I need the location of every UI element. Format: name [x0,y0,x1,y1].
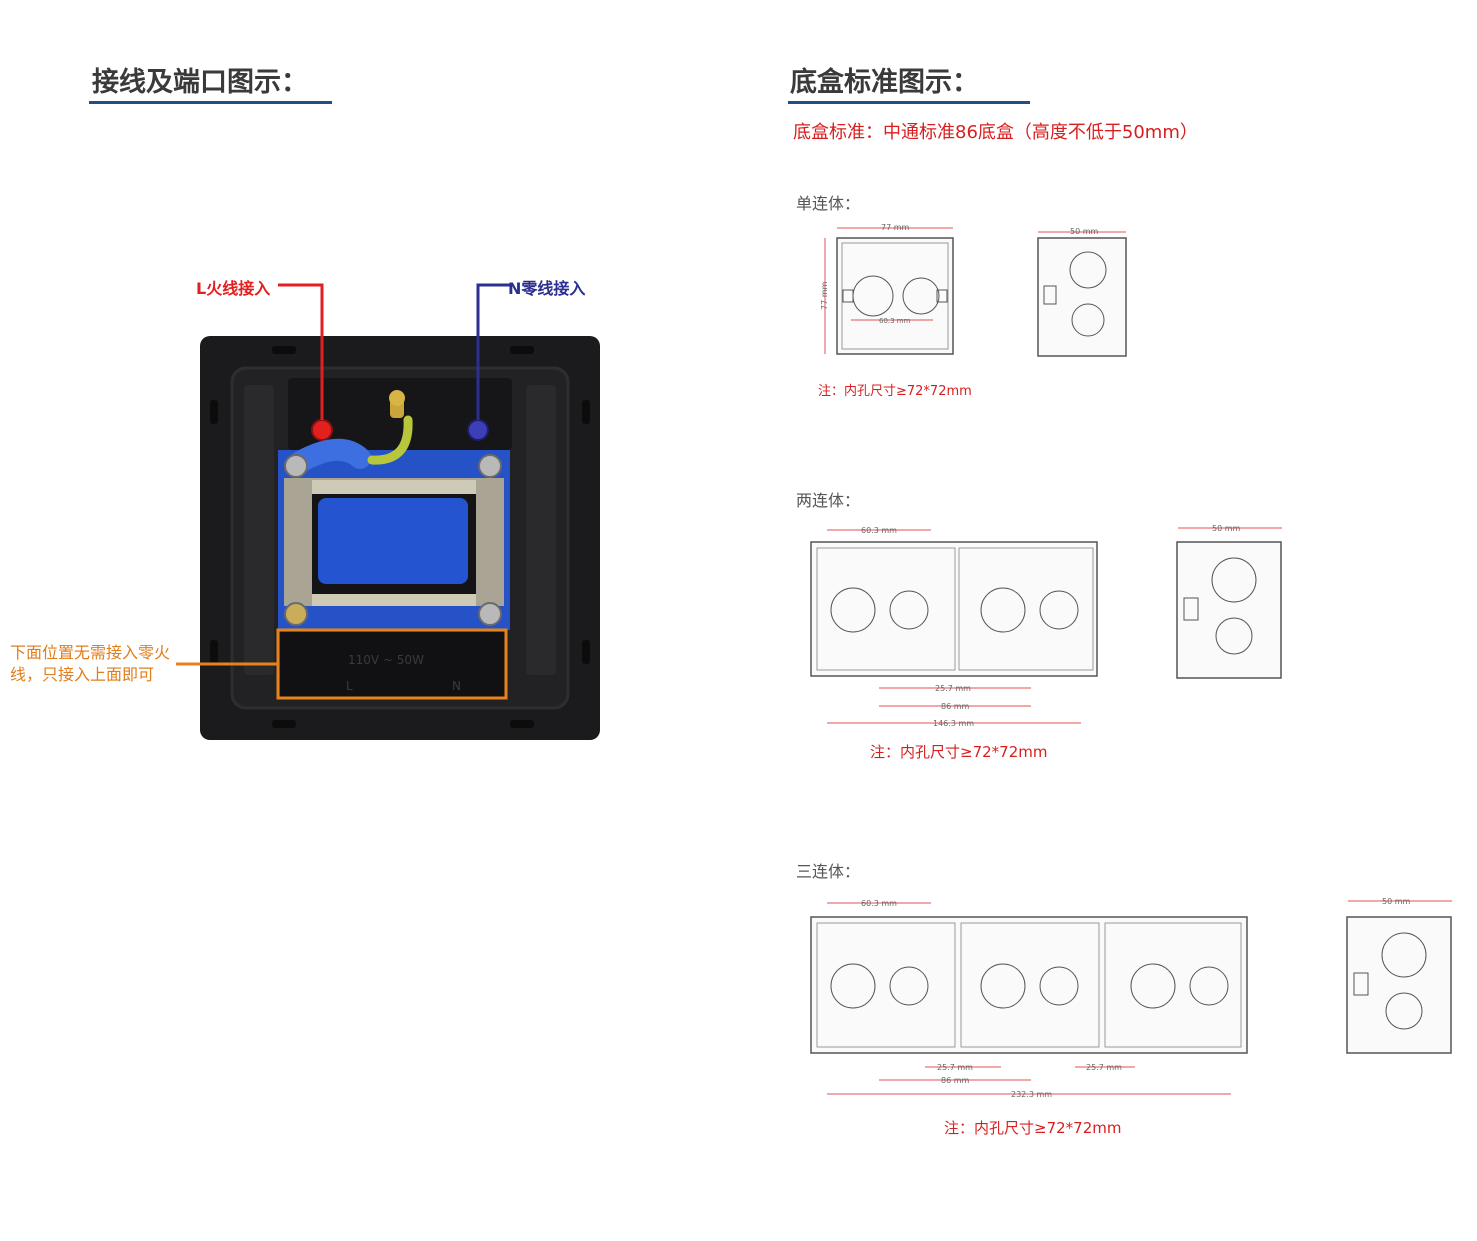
single-width-dim: 77 mm [881,223,910,232]
neutral-leader-line [476,283,510,420]
live-wire-callout: L火线接入 [196,279,271,298]
module-voltage-label: 110V ~ 50W [348,653,424,667]
single-gang-side-diagram: 50 mm [1037,227,1127,357]
earth-wire [367,415,413,465]
triple-gap2-dim: 25.7 mm [1086,1063,1122,1072]
single-hole-dim: 60.3 mm [879,317,911,325]
double-gang-side-diagram: 50 mm [1176,524,1282,679]
module-n-label: N [452,679,461,693]
triple-hole-dim: 60.3 mm [861,899,897,908]
neutral-wire-callout: N零线接入 [508,279,586,298]
single-gang-note: 注：内孔尺寸≥72*72mm [818,384,972,399]
triple-gang-side-diagram: 50 mm [1346,897,1452,1054]
wiring-title-underline [89,101,332,104]
double-hole-dim: 60.3 mm [861,526,897,535]
triple-gang-front-diagram: 60.3 mm 25.7 mm 25.7 mm 86 mm 232.3 mm [810,899,1248,1099]
double-gang-note: 注：内孔尺寸≥72*72mm [870,743,1048,761]
blue-wire [289,438,371,473]
live-terminal [311,419,333,441]
module-l-label: L [346,679,353,693]
neutral-terminal [467,419,489,441]
live-leader-line [278,283,324,420]
double-gap-dim: 25.7 mm [935,684,971,693]
triple-gang-note: 注：内孔尺寸≥72*72mm [944,1119,1122,1137]
double-gang-front-diagram: 60.3 mm 25.7 mm 86 mm 146.3 mm [810,526,1098,728]
unused-terminal-note: 下面位置无需接入零火线，只接入上面即可 [10,643,171,684]
triple-pitch-dim: 86 mm [941,1076,970,1085]
triple-gap1-dim: 25.7 mm [937,1063,973,1072]
double-gang-label: 两连体： [796,491,861,510]
bottom-terminal-module [280,632,506,698]
single-gang-label: 单连体： [796,194,861,213]
double-depth-dim: 50 mm [1212,524,1241,533]
switch-back-illustration: 110V ~ 50W L N [176,283,600,740]
wiring-section-title: 接线及端口图示： [92,67,308,98]
box-title-underline [788,101,1030,104]
single-height-dim: 77 mm [820,281,829,310]
triple-total-dim: 232.3 mm [1011,1090,1052,1099]
triple-gang-label: 三连体： [796,862,861,881]
triple-depth-dim: 50 mm [1382,897,1411,906]
box-standard-section-title: 底盒标准图示： [790,67,979,98]
box-standard-text: 底盒标准：中通标准86底盒（高度不低于50mm） [793,122,1198,143]
double-pitch-dim: 86 mm [941,702,970,711]
single-gang-front-diagram: 77 mm 77 mm 60.3 mm [820,223,954,355]
double-total-dim: 146.3 mm [933,719,974,728]
single-depth-dim: 50 mm [1070,227,1099,236]
